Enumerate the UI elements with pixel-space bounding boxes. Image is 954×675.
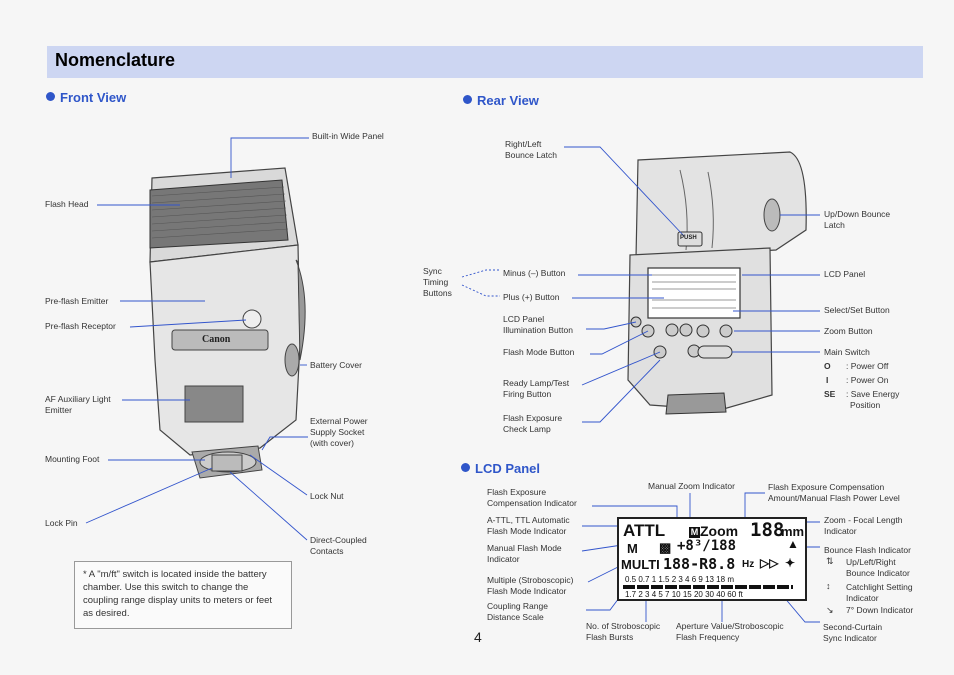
catchlight-icon: ↕ xyxy=(826,581,831,591)
down-bounce-icon: ↘ xyxy=(826,605,834,615)
switch-off-key: O xyxy=(824,361,831,371)
switch-on-desc: : Power On xyxy=(846,375,889,385)
rear-flash-illustration xyxy=(627,151,807,415)
lcd-attl: ATTL xyxy=(623,521,666,540)
label-flash-mode-button: Flash Mode Button xyxy=(503,347,575,357)
page-number: 4 xyxy=(474,629,482,645)
catchlight-indicator-icon: ✦ xyxy=(785,556,796,570)
brand-logo: Canon xyxy=(202,334,231,345)
label-zoom-button: Zoom Button xyxy=(824,326,873,336)
label-main-switch: Main Switch xyxy=(824,347,870,357)
lcd-frequency: 188-R8.8 xyxy=(663,555,736,573)
lcd-multi: MULTI xyxy=(621,557,660,572)
range-scale-meters: 0.5 0.7 1 1.5 2 3 4 6 9 13 18 m xyxy=(625,575,734,584)
label-manual-zoom: Manual Zoom Indicator xyxy=(648,481,735,491)
lcd-mm: mm xyxy=(781,524,805,539)
label-flash-head: Flash Head xyxy=(45,199,89,209)
label-minus-button: Minus (–) Button xyxy=(503,268,566,278)
bullet-icon xyxy=(463,95,472,104)
range-scale-feet: 1.7 2 3 4 5 7 10 15 20 30 40 60 ft xyxy=(625,590,743,599)
label-bounce-indicator: Bounce Flash Indicator xyxy=(824,545,911,555)
rear-view-heading: Rear View xyxy=(463,93,539,108)
label-preflash-receptor: Pre-flash Receptor xyxy=(45,321,116,331)
label-lock-pin: Lock Pin xyxy=(45,518,78,528)
title-bar xyxy=(47,46,923,78)
front-view-heading: Front View xyxy=(46,90,126,105)
switch-se-key: SE xyxy=(824,389,836,399)
second-curtain-icon: ▷▷ xyxy=(760,556,779,570)
label-battery-cover: Battery Cover xyxy=(310,360,362,370)
label-multi-indicator: Multiple (Stroboscopic)Flash Mode Indica… xyxy=(487,575,574,596)
page-title: Nomenclature xyxy=(55,50,176,70)
push-label: PUSH xyxy=(680,235,697,241)
lcd-panel-heading: LCD Panel xyxy=(461,461,540,476)
bullet-icon xyxy=(46,92,55,101)
label-plus-button: Plus (+) Button xyxy=(503,292,560,302)
label-built-in-wide-panel: Built-in Wide Panel xyxy=(312,131,384,141)
bounce-updown-icon: ⇅ xyxy=(826,556,834,566)
lcd-focal-length: 188 xyxy=(750,519,785,541)
fec-icon: ▩ xyxy=(659,540,672,555)
lcd-hz: Hz xyxy=(742,559,755,570)
note-box: * A "m/ft" switch is located inside the … xyxy=(74,561,292,629)
bullet-icon xyxy=(461,463,470,472)
label-down-indicator: 7° Down Indicator xyxy=(846,605,914,615)
range-scale-bar xyxy=(623,585,793,589)
switch-on-key: I xyxy=(826,375,829,385)
lcd-fec-value: +8³/188 xyxy=(677,538,737,554)
label-lcd-panel: LCD Panel xyxy=(824,269,866,279)
switch-off-desc: : Power Off xyxy=(846,361,889,371)
manual-zoom-icon: M xyxy=(689,527,700,538)
label-select-set: Select/Set Button xyxy=(824,305,890,315)
label-lock-nut: Lock Nut xyxy=(310,491,344,501)
label-preflash-emitter: Pre-flash Emitter xyxy=(45,296,109,306)
label-mounting-foot: Mounting Foot xyxy=(45,454,100,464)
bounce-indicator-icon: ▲ xyxy=(787,537,799,551)
lcd-m: M xyxy=(627,541,638,556)
